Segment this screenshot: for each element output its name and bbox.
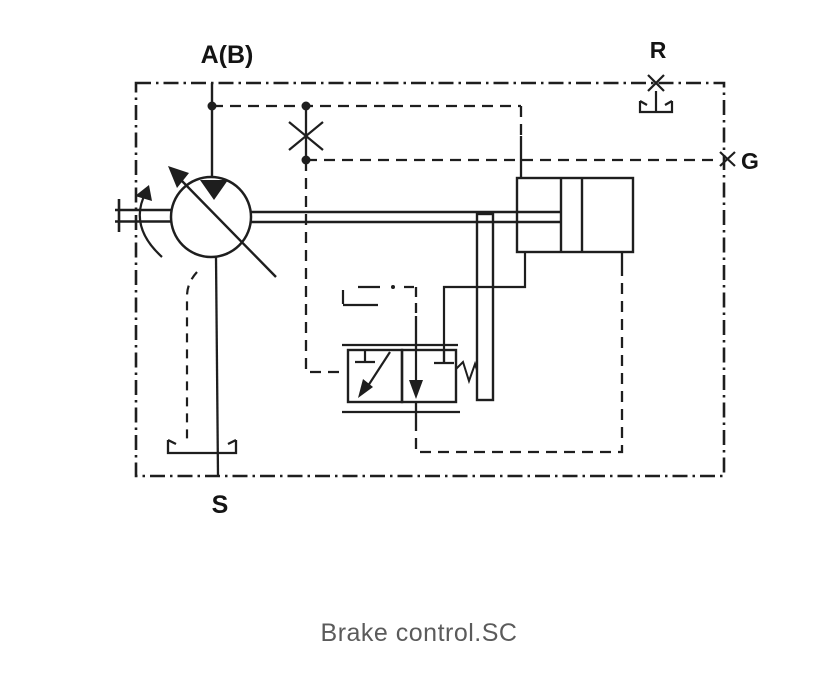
servo-rod <box>251 210 561 224</box>
tank-symbol-bottom <box>166 438 238 455</box>
pump-port-triangle <box>200 180 228 200</box>
orifice-restrictor-icon <box>288 121 324 151</box>
valve-flow-arrow-diagonal <box>365 351 391 390</box>
suction-line-s <box>214 256 220 477</box>
port-r-cross-icon <box>647 74 665 92</box>
enclosure-boundary <box>134 81 726 478</box>
label-port-a: A(B) <box>201 41 254 69</box>
label-port-g: G <box>741 148 759 174</box>
pilot-line-to-valve <box>304 160 346 374</box>
caption: Brake control.SC <box>320 619 518 647</box>
valve-return-spring <box>455 360 478 385</box>
valve-box-right <box>400 348 458 404</box>
rotation-arc <box>138 191 163 258</box>
displacement-arrowhead <box>168 166 189 188</box>
valve-blocked-port-left <box>355 350 375 364</box>
port-r-tank-symbol <box>638 100 674 114</box>
junction-dot <box>207 101 217 111</box>
valve-top-bracket-symbol <box>341 285 380 307</box>
junction-dot <box>301 155 311 165</box>
pump-circle <box>169 175 253 259</box>
valve-diagonal-arrowhead <box>358 379 373 398</box>
cylinder-piston <box>559 178 584 252</box>
port-g-cross-icon <box>719 151 736 167</box>
cylinder-port-line <box>442 252 527 362</box>
valve-top-pilot-dash <box>404 285 418 316</box>
pilot-line-upper <box>212 104 523 136</box>
valve-blocked-port-right <box>434 350 454 365</box>
valve-down-arrowhead <box>409 380 423 399</box>
valve-to-cylinder-dashed-line <box>414 266 624 454</box>
junction-dot <box>301 101 311 111</box>
schematic-lines <box>115 74 736 478</box>
variable-displacement-arrow <box>181 180 277 278</box>
servo-cylinder <box>515 176 635 254</box>
dash-dot-point <box>391 285 395 289</box>
case-drain-line <box>185 271 198 441</box>
feedback-lever-bar <box>475 212 495 402</box>
drive-shaft <box>115 208 171 223</box>
label-port-r: R <box>650 37 667 63</box>
filled-symbols <box>135 101 423 399</box>
label-port-s: S <box>212 491 229 519</box>
rotation-arrowhead <box>135 185 152 201</box>
